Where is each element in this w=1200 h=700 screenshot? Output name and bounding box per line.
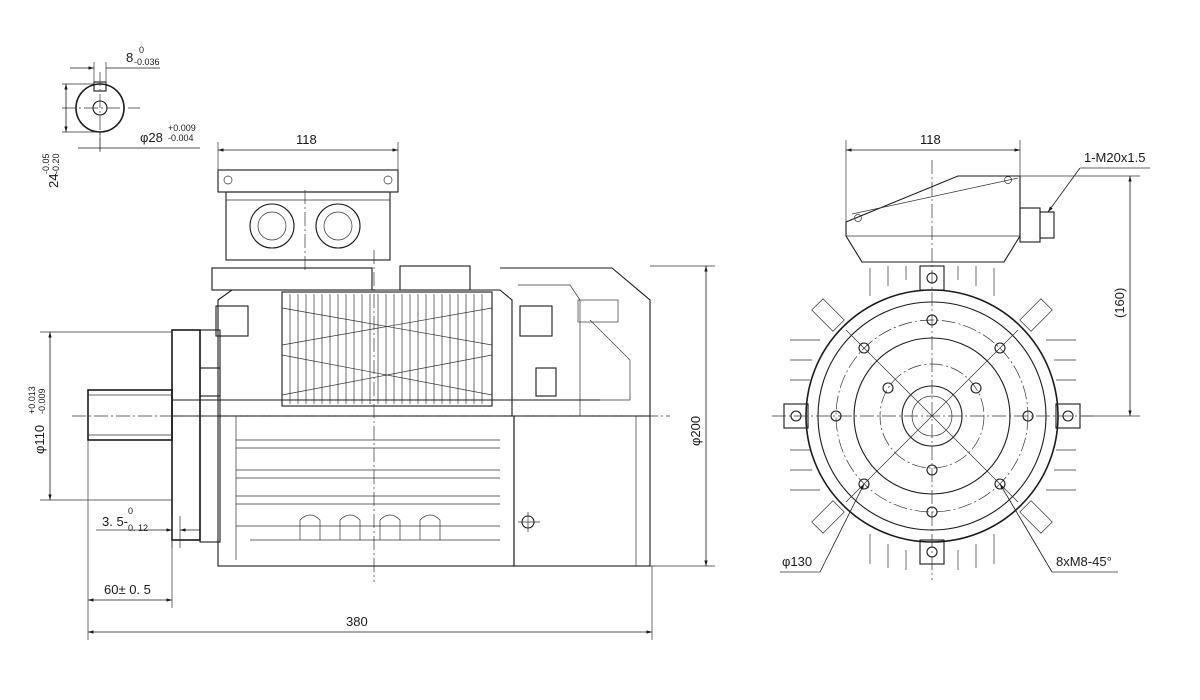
side-view — [72, 142, 670, 582]
key-height-upper-tol: -0.05 — [41, 153, 51, 174]
shaft-length-label: 60± 0. 5 — [104, 582, 151, 597]
front-view-dimensions — [780, 140, 1150, 573]
key-height-label: 24 — [46, 174, 61, 188]
front-view — [772, 160, 1094, 580]
key-width-label: 8 — [126, 50, 133, 65]
spigot-lower-tol: -0.009 — [37, 388, 47, 414]
shaft-dia-upper-tol: +0.009 — [168, 123, 196, 133]
box-width-front-label: 118 — [920, 132, 941, 147]
cable-gland-label: 1-M20x1.5 — [1084, 150, 1145, 165]
shaft-section-view — [62, 62, 200, 152]
pcd-label: φ130 — [782, 554, 812, 569]
flange-step-lower-tol: 0. 12 — [128, 523, 148, 533]
key-height-lower-tol: -0.20 — [51, 153, 61, 174]
frame-dia-label: φ200 — [688, 416, 703, 446]
spigot-dia-label: φ110 — [32, 425, 47, 454]
box-width-side-label: 118 — [296, 132, 317, 147]
spigot-upper-tol: +0.013 — [27, 386, 37, 414]
flange-step-upper-tol: 0 — [128, 506, 133, 516]
key-width-upper-tol: 0 — [139, 45, 144, 55]
side-view-dimensions — [40, 265, 715, 640]
key-width-lower-tol: -0.036 — [134, 57, 160, 67]
overall-length-label: 380 — [346, 614, 368, 629]
flange-step-label: 3. 5- — [102, 514, 128, 529]
shaft-dia-label: φ28 — [140, 130, 163, 145]
shaft-dia-lower-tol: -0.004 — [168, 133, 194, 143]
box-height-label: (160) — [1112, 288, 1127, 318]
bolt-spec-label: 8xM8-45° — [1056, 554, 1112, 569]
